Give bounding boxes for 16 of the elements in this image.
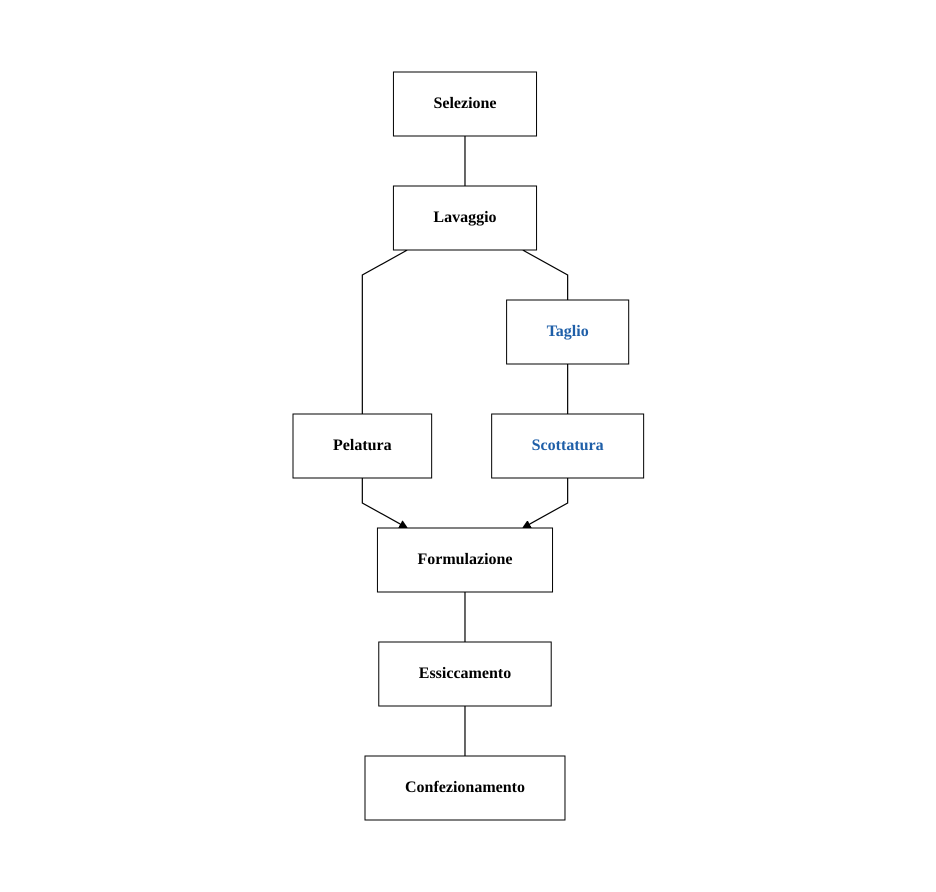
node-box: Scottatura: [490, 414, 644, 478]
node-box: Pelatura: [292, 414, 432, 478]
node-box: Confezionamento: [364, 756, 566, 820]
connector: [464, 136, 466, 186]
node-box: Essiccamento: [378, 642, 552, 706]
connector: [522, 249, 568, 300]
connector: [464, 706, 466, 756]
node-box: Selezione: [392, 72, 537, 136]
connector: [361, 249, 408, 414]
connector: [464, 592, 466, 642]
arrow: [361, 478, 408, 528]
connector: [566, 364, 568, 414]
arrow: [522, 478, 568, 528]
node-box: Formulazione: [376, 528, 553, 592]
node-box: Taglio: [506, 300, 629, 364]
node-box: Lavaggio: [392, 186, 537, 250]
